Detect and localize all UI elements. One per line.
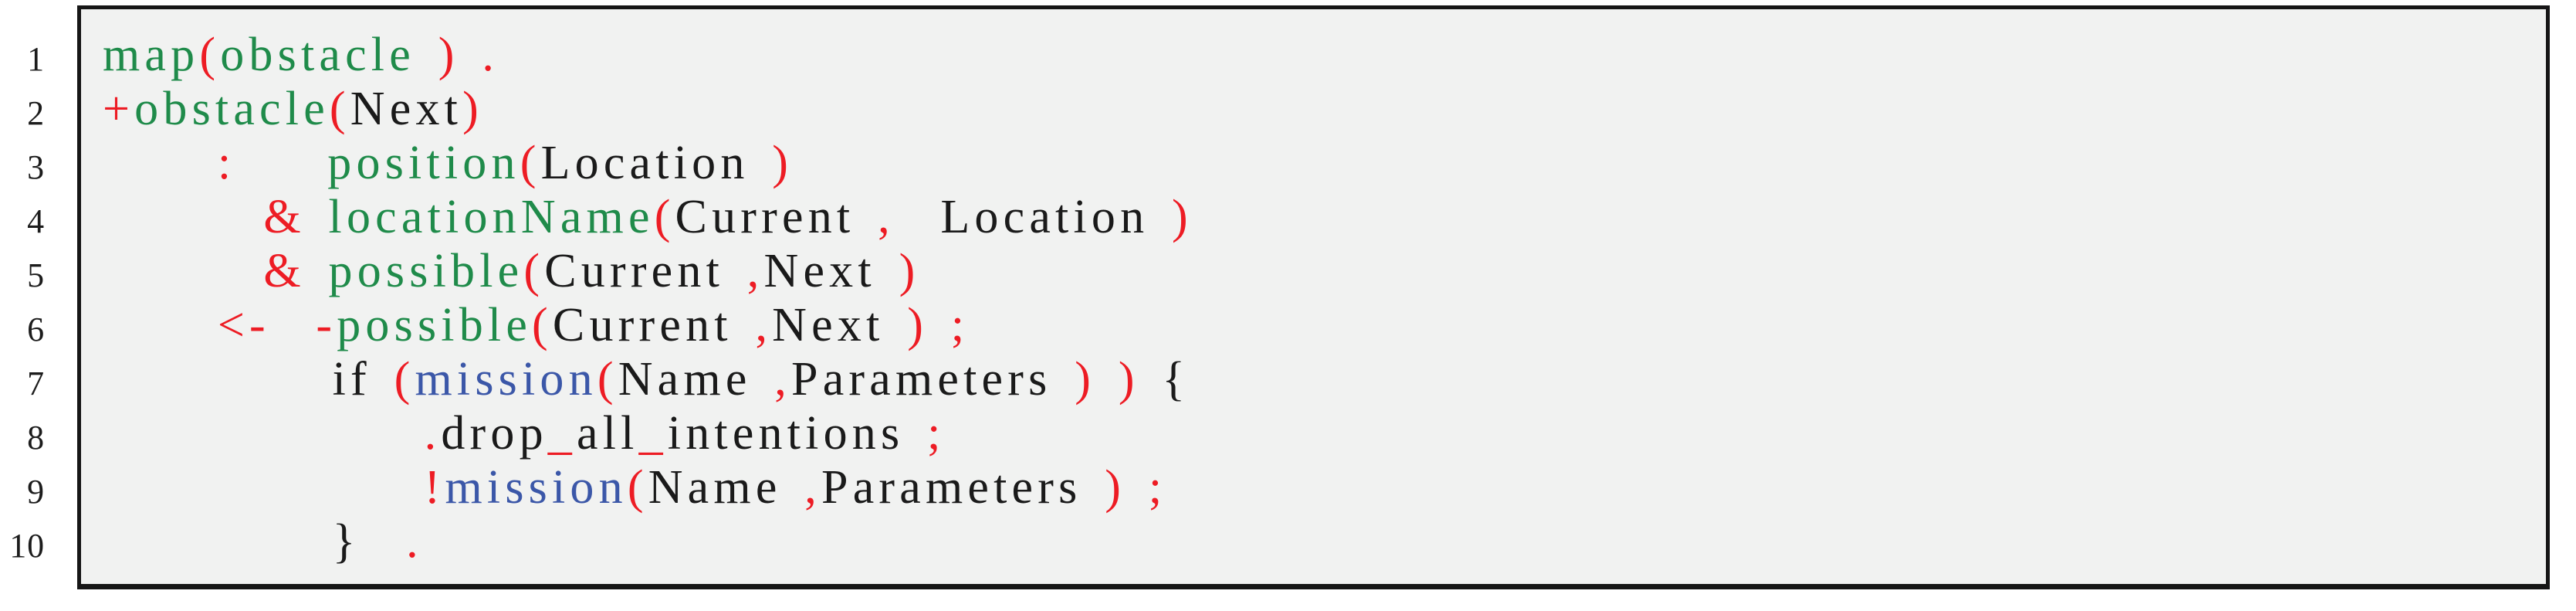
code-token: & (263, 245, 306, 297)
code-token: position (327, 137, 520, 189)
code-token: ( (523, 245, 545, 297)
code-token: Parameters (821, 461, 1082, 514)
code-token: _ (547, 407, 577, 460)
code-token: obstacle (220, 29, 415, 81)
code-token: ! (424, 461, 445, 514)
line-number: 10 (9, 527, 45, 565)
line-number: 2 (27, 94, 45, 132)
code-token: ) ) (1051, 353, 1139, 406)
code-token (103, 191, 263, 243)
code-token: } (103, 515, 407, 568)
code-token (235, 137, 327, 189)
code-token: , (781, 461, 822, 514)
line-number: 9 (27, 473, 45, 511)
code-line: & locationName(Current , Location ) (103, 190, 2530, 244)
code-token: Current (544, 245, 725, 297)
code-token: + (103, 83, 135, 135)
code-token: ) (462, 83, 483, 135)
code-token: ( (199, 29, 221, 81)
code-token: ) (875, 245, 920, 297)
code-token: Next (350, 83, 463, 135)
code-token: - (316, 299, 337, 351)
code-token: ( (520, 137, 541, 189)
code-token: . (424, 407, 442, 460)
code-token: ) ; (1082, 461, 1167, 514)
code-token (306, 245, 329, 297)
code-line: if (mission(Name ,Parameters ) ) { (103, 352, 2530, 406)
code-token: { (1139, 353, 1190, 406)
code-token: _ (638, 407, 668, 460)
code-token: obstacle (134, 83, 330, 135)
code-token: ( (394, 353, 415, 406)
code-token: all (577, 407, 639, 460)
line-number: 5 (27, 256, 45, 294)
code-token: ) ; (884, 299, 970, 351)
code-token: , (751, 353, 792, 406)
code-token: Next (772, 299, 885, 351)
code-token: . (406, 515, 423, 568)
code-token: if (103, 353, 394, 406)
code-token: & (263, 191, 306, 243)
code-line: : position(Location ) (103, 136, 2530, 190)
line-number: 8 (27, 419, 45, 457)
code-line: !mission(Name ,Parameters ) ; (103, 460, 2530, 514)
code-token: Name (648, 461, 782, 514)
code-token: ) . (415, 29, 499, 81)
code-token (270, 299, 316, 351)
code-token: ( (329, 83, 350, 135)
code-token: , (724, 245, 764, 297)
code-token: Current (675, 191, 855, 243)
code-token: intentions (667, 407, 905, 460)
code-token: ( (597, 353, 618, 406)
line-number: 4 (27, 202, 45, 240)
code-token: Current (552, 299, 733, 351)
code-token: Name (618, 353, 752, 406)
code-token: , (855, 191, 895, 243)
code-token: ) (749, 137, 794, 189)
code-token: ) (1149, 191, 1193, 243)
code-token: drop (441, 407, 548, 460)
code-token: possible (328, 245, 524, 297)
code-token: Parameters (791, 353, 1052, 406)
code-line: +obstacle(Next) (103, 82, 2530, 136)
code-token: map (103, 29, 200, 81)
code-token (103, 245, 263, 297)
code-frame: map(obstacle ) .+obstacle(Next) : positi… (77, 5, 2550, 589)
line-number: 3 (27, 148, 45, 186)
code-line: } . (103, 514, 2530, 569)
code-token: ( (654, 191, 675, 243)
code-token: mission (445, 461, 628, 514)
code-line: .drop_all_intentions ; (103, 406, 2530, 460)
code-token: : (217, 137, 236, 189)
code-token: ( (532, 299, 553, 351)
code-token: ; (904, 407, 946, 460)
line-number-gutter: 1 2 3 4 5 6 7 8 9 10 (0, 32, 45, 573)
code-token (103, 461, 425, 514)
line-number: 1 (27, 40, 45, 78)
code-token: <- (217, 299, 270, 351)
code-token: Location (540, 137, 750, 189)
code-line: & possible(Current ,Next ) (103, 244, 2530, 298)
code-token: possible (337, 299, 533, 351)
code-token (103, 137, 218, 189)
code-token: mission (415, 353, 597, 406)
line-number: 6 (27, 311, 45, 348)
code-token: Next (763, 245, 876, 297)
code-token (306, 191, 329, 243)
code-token: locationName (328, 191, 655, 243)
code-line: <- -possible(Current ,Next ) ; (103, 298, 2530, 352)
code-token: ( (627, 461, 648, 514)
code-token (103, 407, 425, 460)
code-token: , (732, 299, 773, 351)
code-line: map(obstacle ) . (103, 28, 2530, 82)
code-token: Location (894, 191, 1149, 243)
code-token (103, 299, 218, 351)
line-number: 7 (27, 365, 45, 402)
